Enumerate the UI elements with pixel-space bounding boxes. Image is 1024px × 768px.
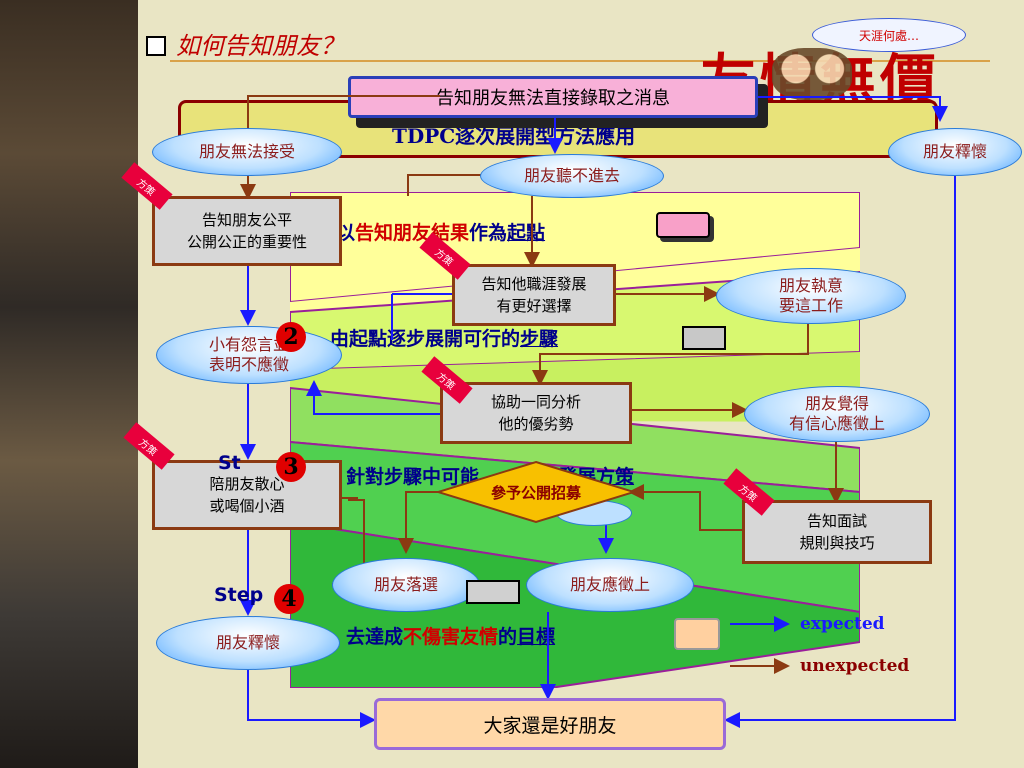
oval-relief-top: 朋友釋懷 — [888, 128, 1022, 176]
step-4-number: 4 — [274, 584, 304, 614]
oval-failed: 朋友落選 — [332, 558, 480, 612]
oval-wont-listen: 朋友聽不進去 — [480, 154, 664, 198]
oval-cannot-accept: 朋友無法接受 — [152, 128, 342, 176]
bullet-box-icon — [146, 36, 166, 56]
box-fair: 告知朋友公平公開公正的重要性 — [152, 196, 342, 266]
legend-expected: expected — [800, 614, 885, 634]
step-marker — [682, 326, 726, 350]
box-interview: 告知面試規則與技巧 — [742, 500, 932, 564]
panel-line-2: 由起點逐步展開可行的步驟 — [330, 328, 559, 350]
step-2-number: 2 — [276, 322, 306, 352]
step-4-label: Step — [214, 584, 264, 606]
step-3-label: St — [218, 452, 241, 474]
box-final: 大家還是好朋友 — [374, 698, 726, 750]
box-analyze: 協助一同分析他的優劣勢 — [440, 382, 632, 444]
start-marker — [656, 212, 710, 238]
step-3-number: 3 — [276, 452, 306, 482]
goal-marker — [674, 618, 720, 650]
cartoon-characters-icon — [772, 48, 852, 100]
title-underline — [170, 60, 990, 62]
decorative-photo-strip — [0, 0, 138, 768]
failed-marker — [466, 580, 520, 604]
oval-insist: 朋友執意要這工作 — [716, 268, 906, 324]
panel-line-4: 去達成不傷害友情的目標 — [346, 626, 556, 648]
method-label: TDPC逐次展開型方法應用 — [392, 124, 636, 148]
thought-cloud: 天涯何處… — [812, 18, 966, 52]
oval-relief-bottom: 朋友釋懷 — [156, 616, 340, 670]
oval-accepted: 朋友應徵上 — [526, 558, 694, 612]
box-comfort: 陪朋友散心或喝個小酒 — [152, 460, 342, 530]
diamond-open-recruit — [436, 460, 636, 524]
oval-confident: 朋友覺得有信心應徵上 — [744, 386, 930, 442]
legend-unexpected: unexpected — [800, 656, 910, 676]
oval-complain: 小有怨言並表明不應徵 — [156, 326, 342, 384]
box-career: 告知他職涯發展有更好選擇 — [452, 264, 616, 326]
diamond-label: 參予公開招募 — [490, 484, 581, 502]
page-title: 如何告知朋友？ — [146, 26, 344, 61]
